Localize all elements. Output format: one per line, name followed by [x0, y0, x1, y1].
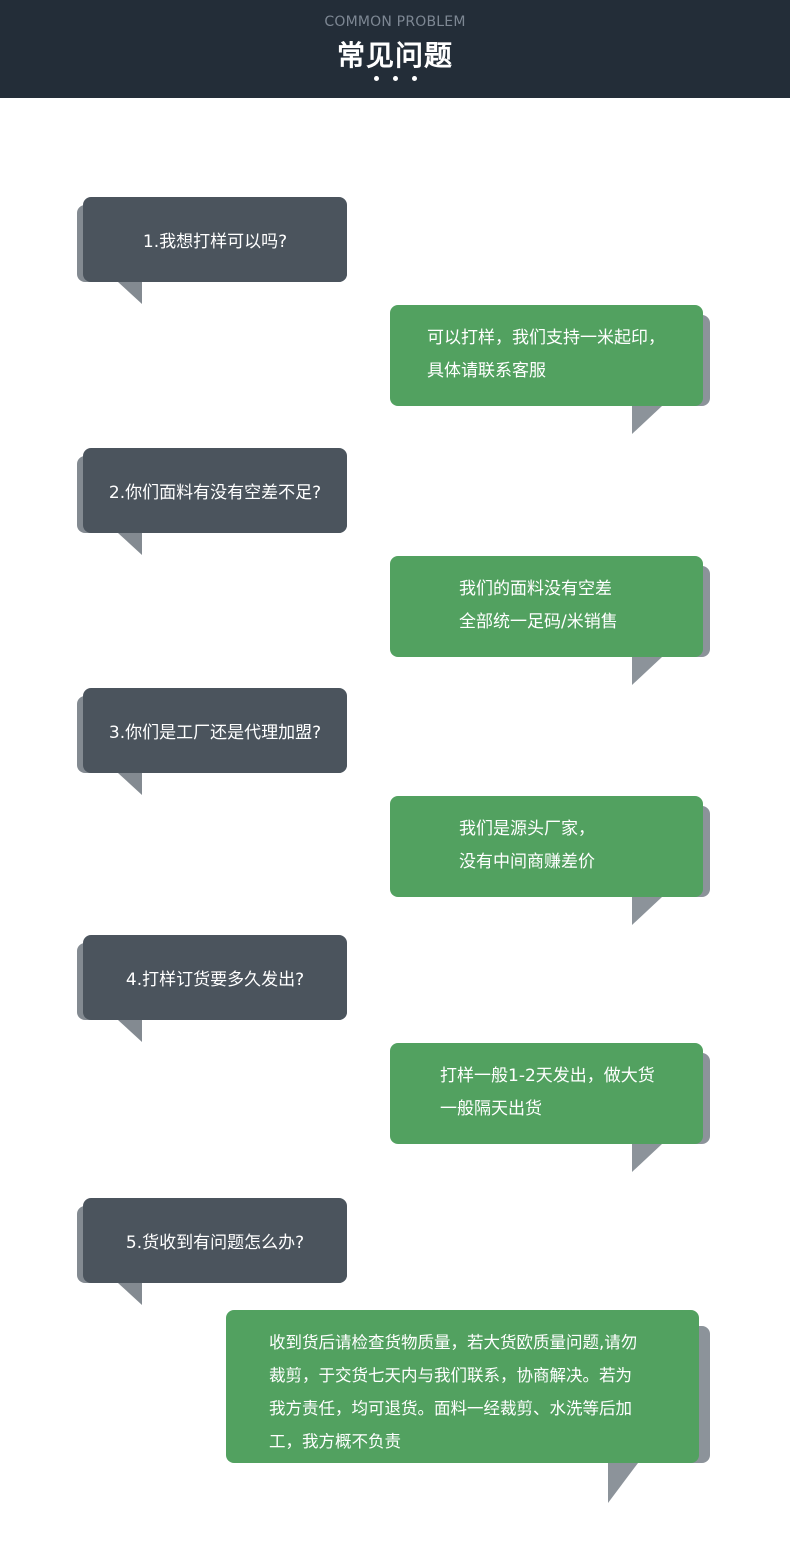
answer-line: 裁剪，于交货七天内与我们联系，协商解决。若为: [269, 1366, 632, 1385]
answer-line: 我们是源头厂家，: [459, 819, 595, 839]
header-banner: COMMON PROBLEM 常见问题: [0, 0, 790, 98]
question-bubble-tail: [118, 1020, 142, 1042]
answer-bubble-2: 我们的面料没有空差 全部统一足码/米销售: [390, 556, 703, 657]
answer-line: 打样一般1-2天发出，做大货: [440, 1066, 655, 1086]
answer-bubble-4: 打样一般1-2天发出，做大货 一般隔天出货: [390, 1043, 703, 1144]
answer-bubble-tail: [608, 1463, 638, 1503]
question-bubble-tail: [118, 773, 142, 795]
answer-line: 全部统一足码/米销售: [459, 612, 618, 632]
answer-bubble-tail: [632, 897, 662, 925]
answer-bubble-tail: [632, 1144, 662, 1172]
answer-line: 工，我方概不负责: [269, 1432, 401, 1451]
header-subtitle: COMMON PROBLEM: [324, 14, 466, 30]
question-bubble-4: 4.打样订货要多久发出?: [83, 935, 347, 1020]
answer-bubble-tail: [632, 406, 662, 434]
answer-line: 我方责任，均可退货。面料一经裁剪、水洗等后加: [269, 1399, 632, 1418]
answer-line: 具体请联系客服: [427, 361, 546, 381]
answer-line: 我们的面料没有空差: [459, 579, 612, 599]
answer-line: 收到货后请检查货物质量，若大货欧质量问题,请勿: [269, 1333, 638, 1352]
question-bubble-3: 3.你们是工厂还是代理加盟?: [83, 688, 347, 773]
question-bubble-2: 2.你们面料有没有空差不足?: [83, 448, 347, 533]
dot-icon: [392, 76, 398, 81]
answer-bubble-3: 我们是源头厂家， 没有中间商赚差价: [390, 796, 703, 897]
answer-line: 一般隔天出货: [440, 1099, 542, 1119]
header-dots: [0, 76, 790, 84]
question-bubble-tail: [118, 1283, 142, 1305]
answer-line: 没有中间商赚差价: [459, 852, 595, 872]
dot-icon: [411, 76, 417, 81]
question-bubble-tail: [118, 533, 142, 555]
answer-bubble-tail: [632, 657, 662, 685]
dot-icon: [373, 76, 379, 81]
answer-line: 可以打样，我们支持一米起印，: [427, 328, 665, 348]
page-title: 常见问题: [336, 39, 453, 72]
answer-bubble-1: 可以打样，我们支持一米起印， 具体请联系客服: [390, 305, 703, 406]
question-bubble-tail: [118, 282, 142, 304]
question-bubble-5: 5.货收到有问题怎么办?: [83, 1198, 347, 1283]
answer-bubble-5: 收到货后请检查货物质量，若大货欧质量问题,请勿 裁剪，于交货七天内与我们联系，协…: [226, 1310, 699, 1463]
question-bubble-1: 1.我想打样可以吗?: [83, 197, 347, 282]
